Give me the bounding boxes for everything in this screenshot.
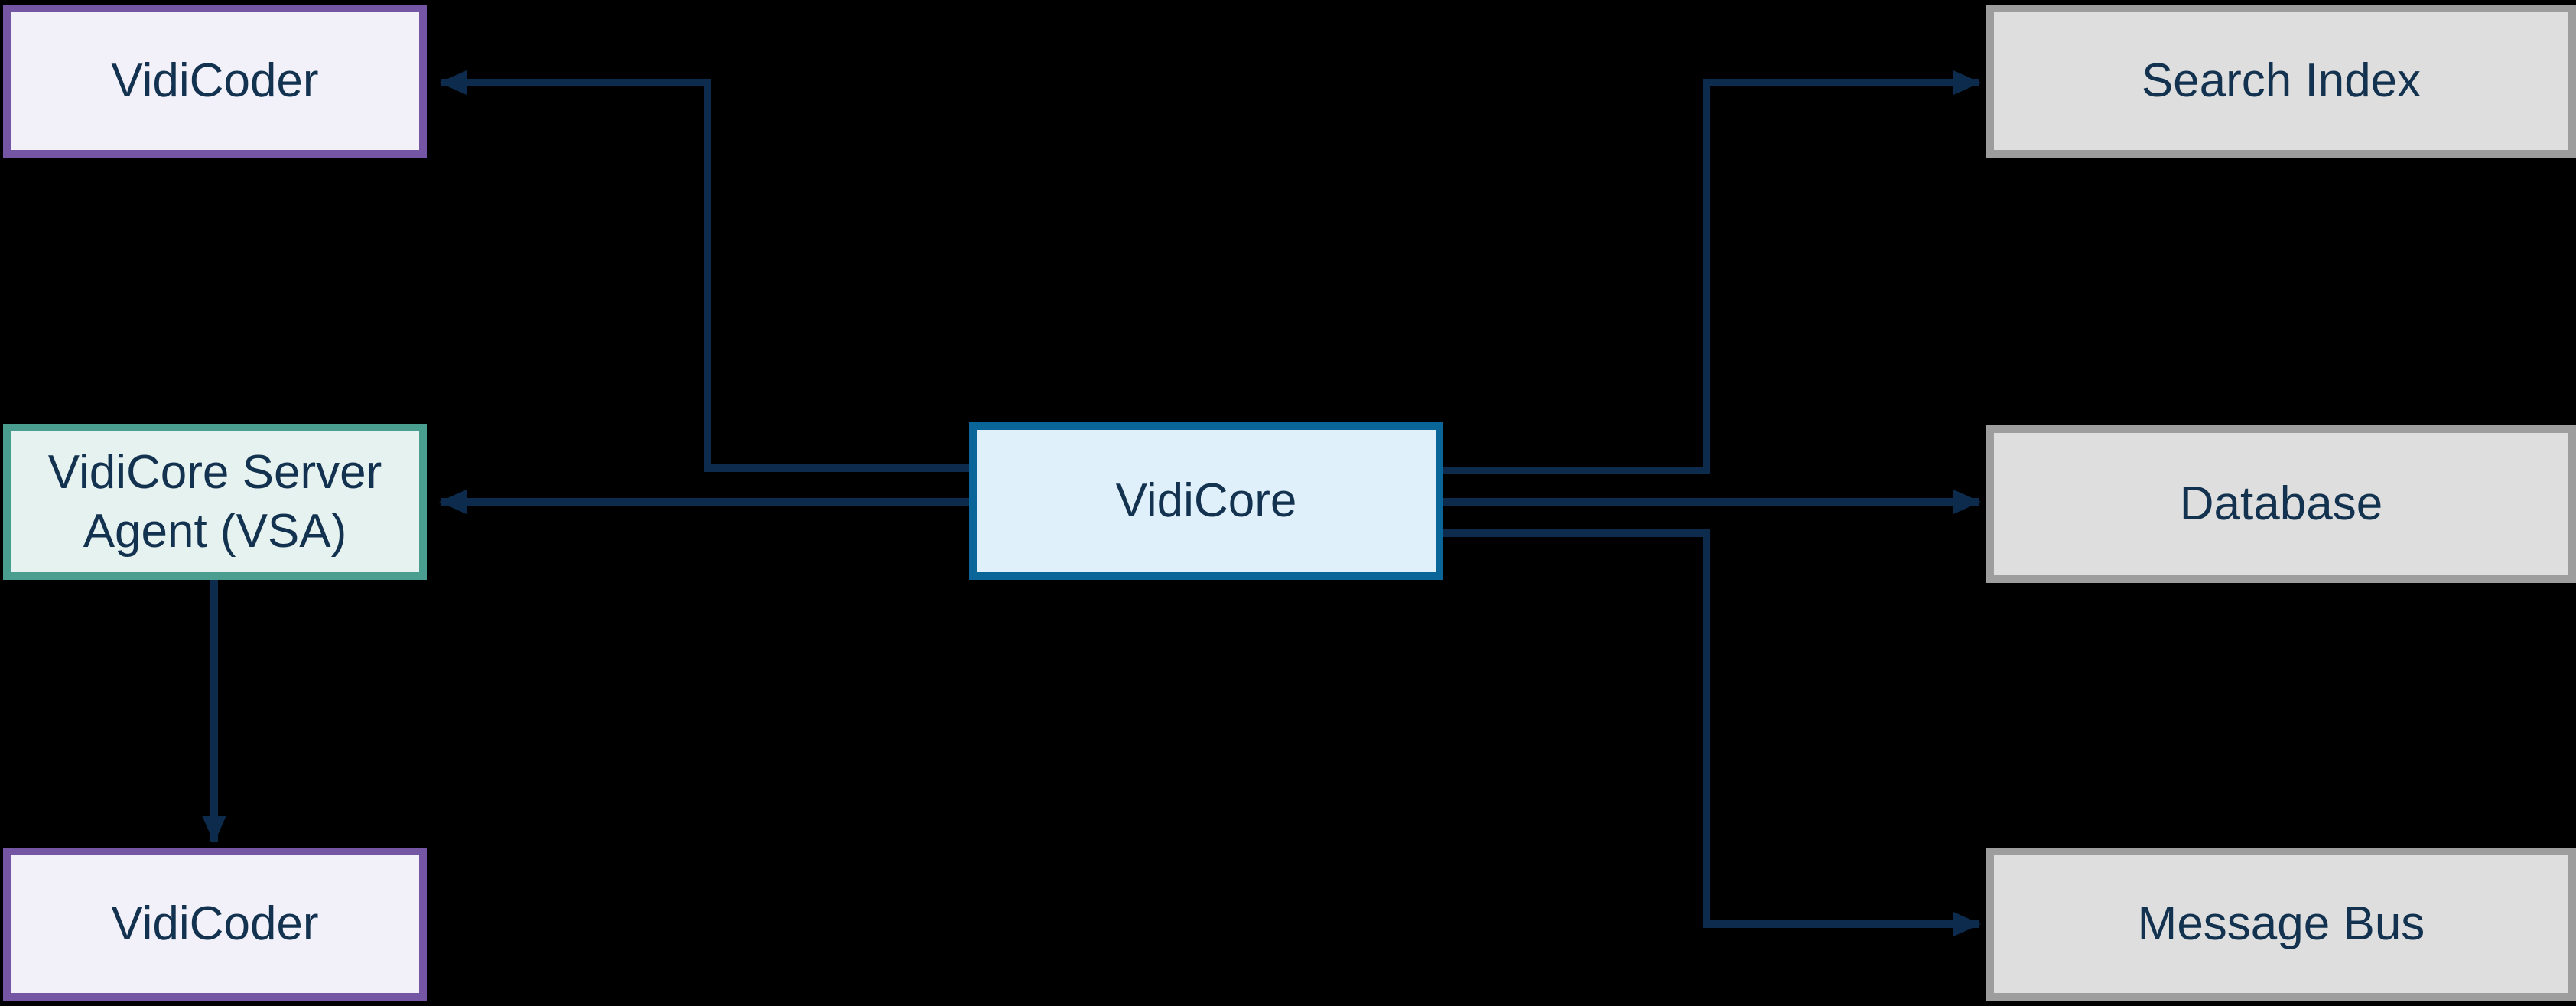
node-vidicoder-bottom: VidiCoder bbox=[3, 848, 427, 1001]
node-vidicore-label: VidiCore bbox=[1115, 474, 1297, 528]
node-message-bus-label: Message Bus bbox=[2137, 897, 2425, 951]
node-vsa-label: VidiCore Server Agent (VSA) bbox=[47, 445, 382, 558]
node-message-bus: Message Bus bbox=[1986, 848, 2576, 1001]
node-vsa: VidiCore Server Agent (VSA) bbox=[3, 424, 427, 580]
node-search-index: Search Index bbox=[1986, 5, 2576, 158]
node-vidicoder-bottom-label: VidiCoder bbox=[111, 897, 319, 951]
node-database-label: Database bbox=[2179, 477, 2383, 531]
node-database: Database bbox=[1986, 425, 2576, 583]
edge-vidicore-to-search-index bbox=[1442, 70, 1981, 474]
node-vidicoder-top-label: VidiCoder bbox=[111, 54, 319, 108]
node-vidicore: VidiCore bbox=[969, 422, 1443, 580]
edge-vidicore-to-vidicoder-top bbox=[439, 70, 969, 472]
node-search-index-label: Search Index bbox=[2141, 54, 2422, 108]
edge-vidicore-to-message-bus bbox=[1442, 529, 1981, 936]
node-vidicoder-top: VidiCoder bbox=[3, 5, 427, 158]
